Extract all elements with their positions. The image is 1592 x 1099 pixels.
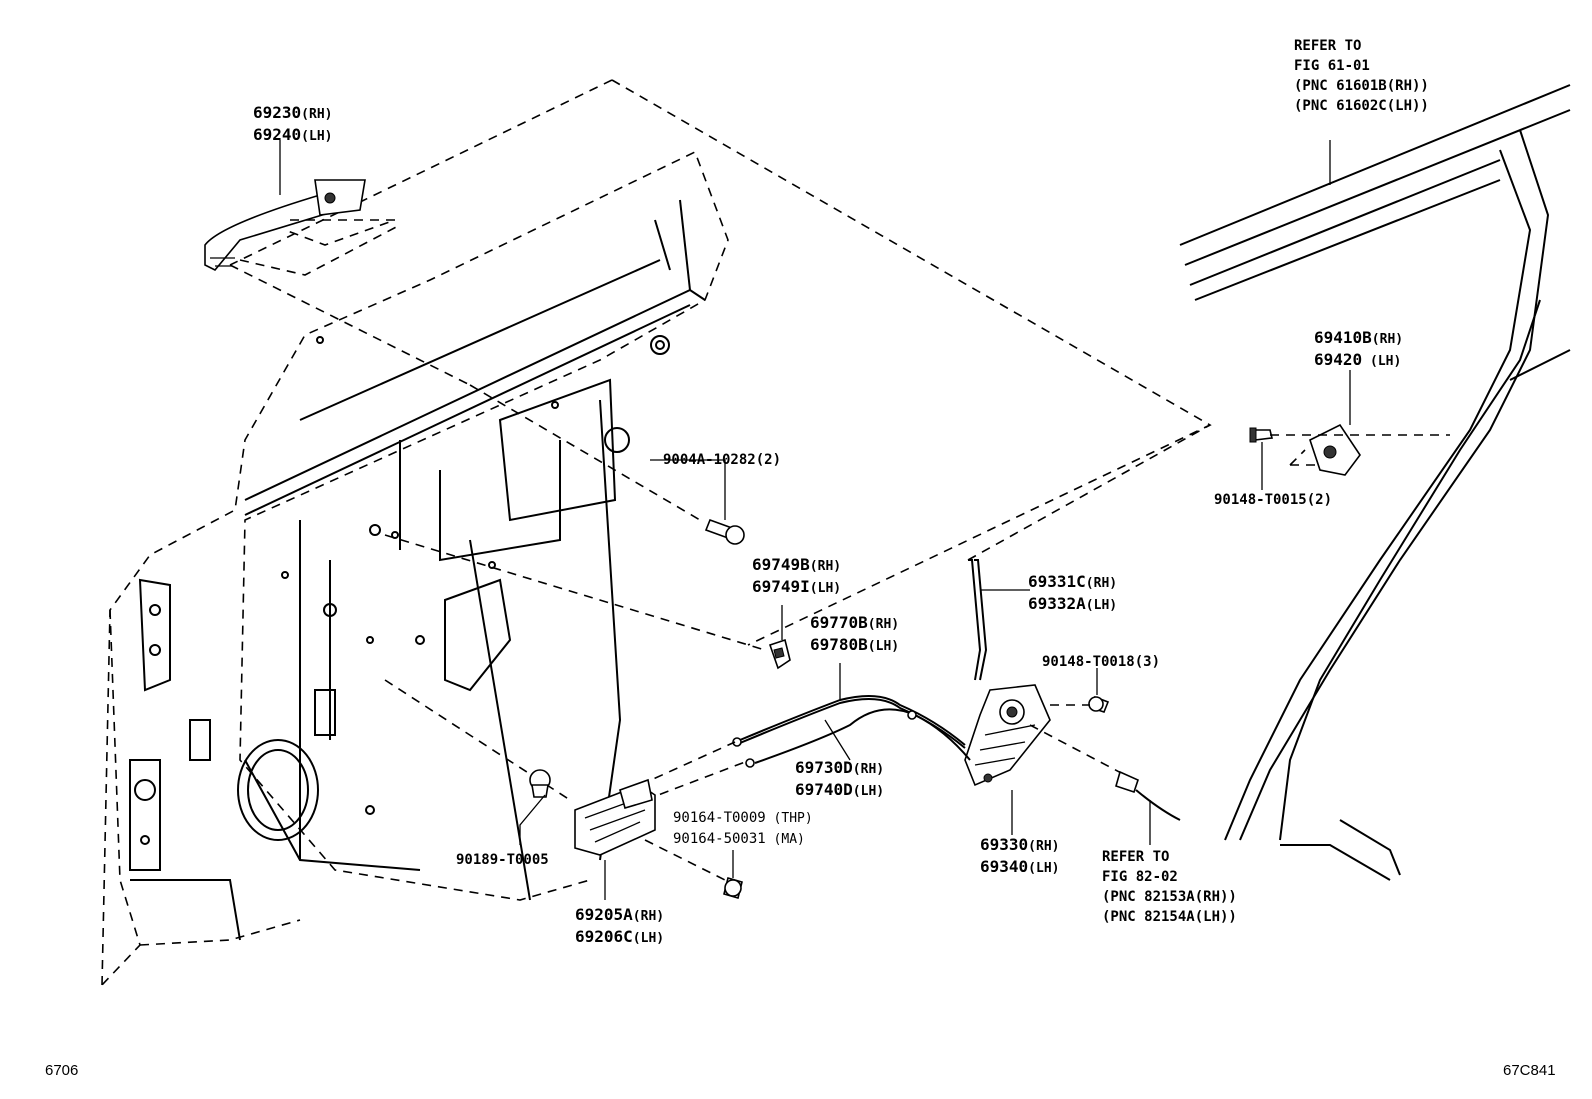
label-lock-screw: 90148-T0018(3) [1042, 654, 1161, 670]
label-cable-lower: 69730D(RH) 69740D(LH) [795, 758, 885, 799]
label-refer-glass: REFER TO FIG 61-01 (PNC 61601B(RH)) (PNC… [1294, 38, 1429, 114]
door-panel [101, 150, 729, 986]
door-bolt-drawing [469, 384, 745, 545]
label-clip: 69749B(RH) 69749I(LH) [752, 555, 842, 596]
label-inner-screw: 90164-T0009 (THP) 90164-50031 (MA) [673, 810, 813, 847]
outer-handle-drawing [204, 140, 401, 276]
cables-drawing [639, 663, 971, 801]
footer-left-code: 6706 [45, 1062, 79, 1079]
grommet-drawing [519, 769, 551, 845]
footer-right-code: 67C841 [1503, 1062, 1556, 1079]
label-cable-upper: 69770B(RH) 69780B(LH) [810, 613, 900, 654]
striker-drawing [1249, 370, 1450, 490]
lock-rod-drawing [967, 424, 1211, 681]
label-lock-rod: 69331C(RH) 69332A(LH) [1028, 572, 1118, 613]
door-lock-drawing [964, 668, 1126, 835]
clip-drawing [384, 534, 791, 670]
label-grommet: 90189-T0005 [456, 852, 549, 868]
label-door-bolt: 9004A-10282(2) [663, 452, 782, 468]
inner-screw-drawing [723, 850, 743, 899]
dashed-envelope [229, 79, 1212, 646]
wire-connector-drawing [1115, 770, 1181, 845]
label-striker-bolt: 90148-T0015(2) [1214, 492, 1333, 508]
label-door-lock: 69330(RH) 69340(LH) [980, 835, 1060, 876]
label-refer-wire: REFER TO FIG 82-02 (PNC 82153A(RH)) (PNC… [1102, 849, 1237, 925]
inner-handle-drawing [384, 679, 726, 900]
label-inner-handle: 69205A(RH) 69206C(LH) [575, 905, 665, 946]
glass-frame-drawing [1179, 84, 1571, 881]
label-outer-handle: 69230(RH) 69240(LH) [253, 103, 333, 144]
label-striker: 69410B(RH) 69420 (LH) [1314, 328, 1404, 369]
